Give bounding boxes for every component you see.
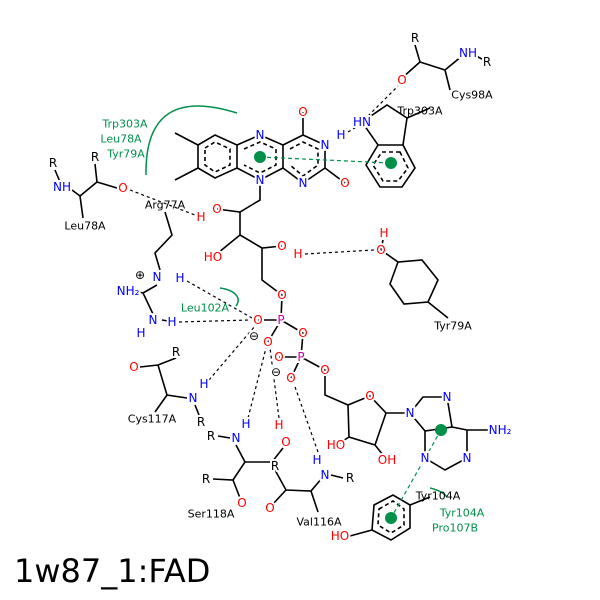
hydrophobic-label-trp303a: Trp303A bbox=[101, 118, 148, 131]
atom-label: N bbox=[256, 128, 265, 142]
atom-label: O bbox=[281, 435, 290, 449]
atom-label: O bbox=[253, 313, 262, 327]
atom-label: O bbox=[298, 105, 307, 119]
hydrophobic-label-pro107b: Pro107B bbox=[432, 522, 478, 535]
atom-label: O bbox=[129, 360, 138, 374]
ring-centroid-marker bbox=[254, 151, 266, 163]
atom-label: R bbox=[271, 459, 279, 473]
diagram-title: 1w87_1:FAD bbox=[14, 552, 211, 590]
hydrophobic-label-tyr79a: Tyr79A bbox=[106, 148, 145, 161]
atom-label: H bbox=[274, 418, 283, 432]
ring-centroid-marker bbox=[435, 424, 447, 436]
atom-label: OH bbox=[378, 453, 396, 467]
atom-label: H bbox=[136, 326, 145, 340]
residue-label-trp303a: Trp303A bbox=[396, 105, 443, 118]
atom-label: H bbox=[241, 417, 250, 431]
atom-label: R bbox=[411, 31, 419, 45]
atom-label: HO bbox=[327, 438, 345, 452]
atom-label: N bbox=[189, 391, 198, 405]
atom-label: N bbox=[406, 406, 415, 420]
atom-label: O bbox=[265, 501, 274, 515]
atom-label: N bbox=[153, 270, 162, 284]
atom-label: O bbox=[277, 239, 286, 253]
atom-label: NH bbox=[459, 46, 477, 60]
atom-label: O bbox=[397, 73, 406, 87]
atom-label: O bbox=[376, 243, 385, 257]
atom-label: R bbox=[207, 429, 215, 443]
residue-label-cys98a: Cys98A bbox=[451, 89, 493, 102]
atom-label: O bbox=[274, 350, 283, 364]
residue-labels: Cys98A Trp303A Tyr79A Leu78A Arg77A Cys1… bbox=[64, 89, 493, 529]
residue-label-tyr79a: Tyr79A bbox=[433, 320, 472, 333]
atom-label: ⊖ bbox=[249, 329, 259, 343]
hydrogen-bonds bbox=[129, 85, 399, 453]
atom-label: O bbox=[212, 202, 221, 216]
atom-label: O bbox=[118, 181, 127, 195]
atom-label: H bbox=[379, 226, 388, 240]
atom-label: N bbox=[299, 176, 308, 190]
atom-label: N bbox=[232, 431, 241, 445]
residue-label-leu78a: Leu78A bbox=[64, 220, 106, 233]
atom-label: H bbox=[336, 128, 345, 142]
atom-label: O bbox=[263, 335, 272, 349]
atom-label: N bbox=[443, 390, 452, 404]
atom-label: NH bbox=[53, 180, 71, 194]
hydrophobic-label-leu102a: Leu102A bbox=[181, 302, 230, 315]
atom-label: H bbox=[196, 210, 205, 224]
residue-label-ser118a: Ser118A bbox=[188, 508, 235, 521]
atom-label: R bbox=[483, 55, 491, 69]
bonds bbox=[54, 44, 490, 541]
atom-label: O bbox=[286, 371, 295, 385]
atom-label: R bbox=[49, 156, 57, 170]
atom-label: NH₂ bbox=[117, 284, 140, 298]
atom-label: HO bbox=[204, 250, 222, 264]
ring-centroid-marker bbox=[385, 512, 397, 524]
hydrophobic-label-leu78a: Leu78A bbox=[100, 133, 142, 146]
atom-label: P bbox=[277, 313, 284, 327]
residue-label-val116a: Val116A bbox=[297, 516, 342, 529]
atom-label: R bbox=[172, 345, 180, 359]
atom-label: O bbox=[237, 496, 246, 510]
atom-label: R bbox=[91, 150, 99, 164]
pi-stacking-lines bbox=[259, 156, 442, 519]
atom-label: N bbox=[421, 451, 430, 465]
residue-label-arg77a: Arg77A bbox=[145, 199, 186, 212]
atom-label: N bbox=[149, 313, 158, 327]
atom-label: N bbox=[321, 468, 330, 482]
atom-label: H bbox=[199, 377, 208, 391]
atom-label: N bbox=[256, 173, 265, 187]
atom-label: NH₂ bbox=[489, 423, 512, 437]
hydrophobic-contact-arcs bbox=[145, 105, 448, 498]
atom-label: ⊖ bbox=[271, 365, 281, 379]
atom-label: H bbox=[167, 315, 176, 329]
atom-label: O bbox=[365, 389, 374, 403]
atom-label: R bbox=[202, 472, 210, 486]
atom-label: ⊕ bbox=[135, 268, 145, 282]
atom-label: HO bbox=[331, 529, 349, 543]
atom-label: O bbox=[340, 176, 349, 190]
atom-label: O bbox=[277, 288, 286, 302]
atom-label: O bbox=[320, 363, 329, 377]
atom-label: R bbox=[197, 415, 205, 429]
atom-label: R bbox=[346, 471, 354, 485]
residue-label-cys117a: Cys117A bbox=[128, 413, 177, 426]
hydrophobic-labels: Trp303A Leu78A Tyr79A Leu102A Tyr104A Pr… bbox=[100, 118, 484, 535]
atom-label: H bbox=[175, 271, 184, 285]
residue-label-tyr104a: Tyr104A bbox=[415, 490, 461, 503]
hydrophobic-label-tyr104a: Tyr104A bbox=[439, 507, 485, 520]
atom-label: H bbox=[293, 247, 302, 261]
ring-centroid-marker bbox=[385, 157, 397, 169]
atom-label: P bbox=[297, 350, 304, 364]
atom-label: O bbox=[298, 326, 307, 340]
atom-label: H bbox=[312, 453, 321, 467]
atom-label: HN bbox=[353, 115, 371, 129]
atom-label: N bbox=[463, 451, 472, 465]
atom-label: N bbox=[321, 138, 330, 152]
